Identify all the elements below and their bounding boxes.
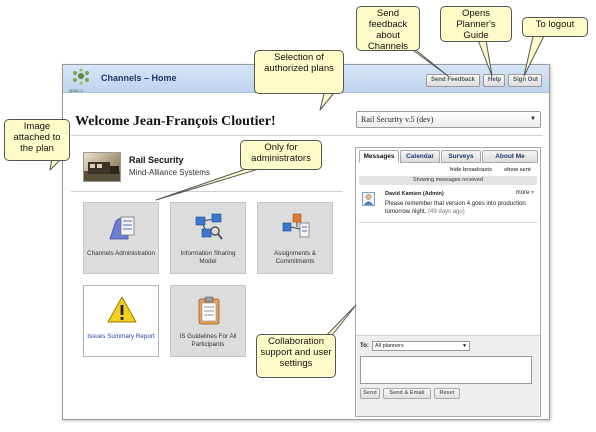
callout-plan-image: Image attached to the plan: [4, 119, 70, 161]
tab-about-me[interactable]: About Me: [482, 150, 538, 163]
assignments-icon: [282, 213, 310, 238]
channels-admin-icon: [109, 216, 135, 240]
welcome-heading: Welcome Jean-François Cloutier!: [75, 114, 276, 129]
assignments-commitments-tile[interactable]: Assignments & Commitments: [257, 202, 333, 274]
tile-label: Information Sharing Model: [180, 250, 236, 265]
divider: [71, 135, 543, 136]
showing-messages-label: Showing messages received: [359, 176, 537, 185]
send-feedback-button[interactable]: Send Feedback: [426, 74, 480, 87]
channels-administration-tile[interactable]: Channels Administration: [83, 202, 159, 274]
train-photo-icon: [84, 162, 120, 181]
information-sharing-model-tile[interactable]: Information Sharing Model: [170, 202, 246, 274]
callout-send-feedback: Send feedback about Channels: [356, 6, 420, 52]
logo-text: MIND-C: [69, 88, 84, 93]
is-guidelines-tile[interactable]: IS Guidelines For All Participants: [170, 285, 246, 357]
message-more-link[interactable]: more ▿: [515, 190, 534, 196]
message-age: (49 days ago): [428, 209, 465, 215]
plan-image: [83, 152, 121, 182]
issues-summary-report-tile[interactable]: Issues Summary Report: [83, 285, 159, 357]
user-avatar-icon: [362, 192, 375, 206]
message-item: David Kamien (Admin) more ▿ Please remem…: [359, 187, 537, 223]
message-sender: David Kamien (Admin): [385, 191, 444, 197]
callout-collaboration: Collaboration support and user settings: [256, 334, 336, 378]
mind-alliance-logo-icon: [73, 68, 89, 85]
help-button[interactable]: Help: [483, 74, 505, 87]
divider: [71, 191, 343, 192]
tile-label: Issues Summary Report: [87, 333, 155, 340]
tile-label: IS Guidelines For All Participants: [179, 333, 237, 348]
reset-button[interactable]: Reset: [434, 388, 460, 399]
social-panel: Messages Calendar Surveys About Me hide …: [355, 147, 541, 417]
callout-admin-only: Only for administrators: [240, 140, 322, 170]
tile-label: Assignments & Commitments: [274, 250, 316, 265]
chevron-down-icon: ▼: [530, 116, 536, 122]
message-input[interactable]: [360, 356, 532, 384]
compose-area: To: All planners ▼ Send Send & Email Res…: [356, 335, 540, 416]
send-email-button[interactable]: Send & Email: [383, 388, 431, 399]
recipient-value: All planners: [375, 343, 404, 349]
plan-select-value: Rail Security v.5 (dev): [361, 115, 434, 124]
plan-owner: Mind-Alliance Systems: [129, 168, 210, 177]
recipient-select[interactable]: All planners ▼: [372, 341, 470, 351]
message-body: Please remember that version 4 goes into…: [385, 200, 535, 216]
tile-label: Channels Administration: [87, 250, 155, 257]
show-sent-link[interactable]: show sent: [504, 167, 531, 173]
clipboard-icon: [198, 296, 220, 325]
send-button[interactable]: Send: [360, 388, 380, 399]
sign-out-button[interactable]: Sign Out: [508, 74, 542, 87]
callout-plan-selection: Selection of authorized plans: [254, 50, 344, 94]
warning-icon: [107, 296, 137, 323]
tab-surveys[interactable]: Surveys: [441, 150, 481, 163]
info-sharing-model-icon: [195, 213, 223, 240]
plan-select[interactable]: Rail Security v.5 (dev) ▼: [356, 111, 541, 128]
channels-app-window: MIND-C Channels – Home Send Feedback Hel…: [62, 64, 550, 420]
chevron-down-icon: ▼: [462, 343, 467, 349]
hide-broadcasts-link[interactable]: hide broadcasts: [450, 167, 493, 173]
tab-messages[interactable]: Messages: [359, 150, 399, 163]
callout-logout: To logout: [522, 17, 588, 37]
to-label: To:: [360, 343, 369, 349]
message-text: Please remember that version 4 goes into…: [385, 201, 526, 215]
callout-planners-guide: Opens Planner's Guide: [440, 6, 512, 42]
plan-name: Rail Security: [129, 155, 184, 165]
app-title: Channels – Home: [101, 73, 177, 83]
tab-calendar[interactable]: Calendar: [400, 150, 440, 163]
